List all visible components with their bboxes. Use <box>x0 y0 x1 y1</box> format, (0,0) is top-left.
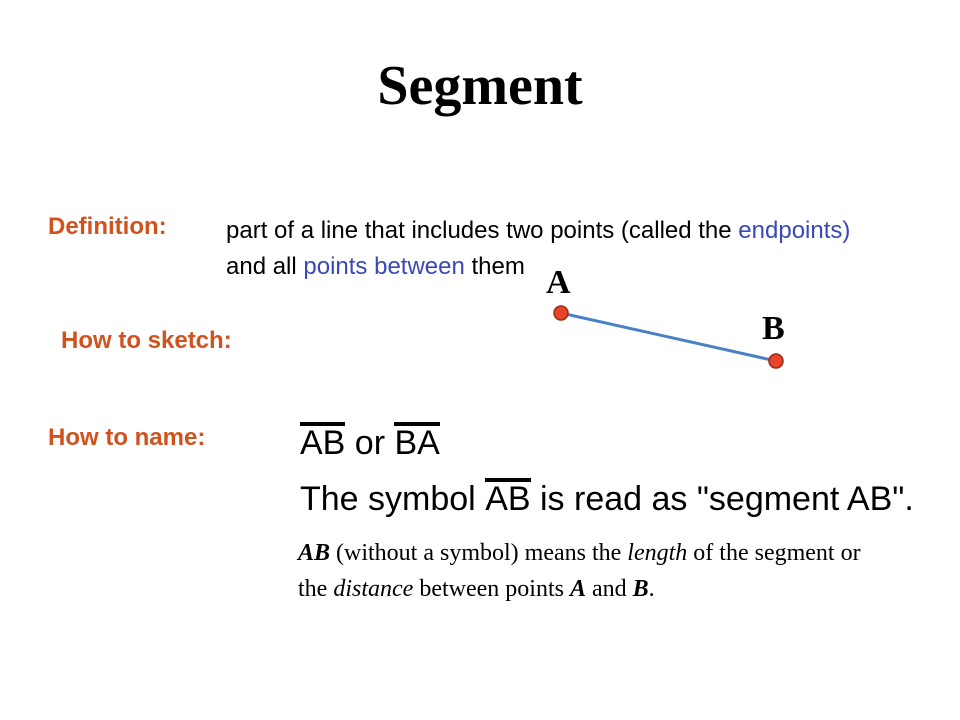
length-text-part-6: between points <box>413 576 570 602</box>
definition-text: part of a line that includes two points … <box>226 213 866 285</box>
naming-connector: or <box>345 424 395 462</box>
definition-text-part-2: and all <box>226 253 304 280</box>
slide-title: Segment <box>377 55 583 117</box>
symbol-suffix: is read as "segment AB". <box>530 480 914 518</box>
sketch-label: How to sketch: <box>61 327 232 354</box>
point-b-term: B <box>632 576 649 602</box>
symbol-ab-overline: AB <box>485 478 531 518</box>
length-text-part-4: of the segment or the <box>298 540 861 602</box>
ab-length-term: AB <box>298 540 331 566</box>
length-text-part-2: (without a symbol) means the <box>330 540 628 566</box>
term-endpoints: endpoints) <box>738 217 851 244</box>
point-a-dot <box>553 305 569 321</box>
symbol-prefix: The symbol <box>300 480 486 518</box>
term-length: length <box>627 540 688 566</box>
definition-text-part-3: them <box>464 253 525 280</box>
definition-text-part-1: part of a line that includes two points … <box>226 217 739 244</box>
term-points-between: points between <box>303 253 465 280</box>
segment-line <box>560 311 777 363</box>
symbol-explanation: The symbol AB is read as "segment AB". <box>300 478 914 516</box>
naming-label: How to name: <box>48 424 206 451</box>
naming-options: AB or BA <box>300 422 440 460</box>
segment-ab-overline: AB <box>300 422 346 462</box>
definition-label: Definition: <box>48 213 167 240</box>
length-explanation: AB (without a symbol) means the length o… <box>298 535 868 607</box>
point-b-dot <box>768 353 784 369</box>
length-text-part-10: . <box>648 576 655 602</box>
point-a-term: A <box>569 576 586 602</box>
segment-ba-overline: BA <box>394 422 440 462</box>
length-text-part-8: and <box>585 576 633 602</box>
point-b-label: B <box>762 310 785 347</box>
point-a-label: A <box>546 264 571 301</box>
term-distance: distance <box>333 576 414 602</box>
